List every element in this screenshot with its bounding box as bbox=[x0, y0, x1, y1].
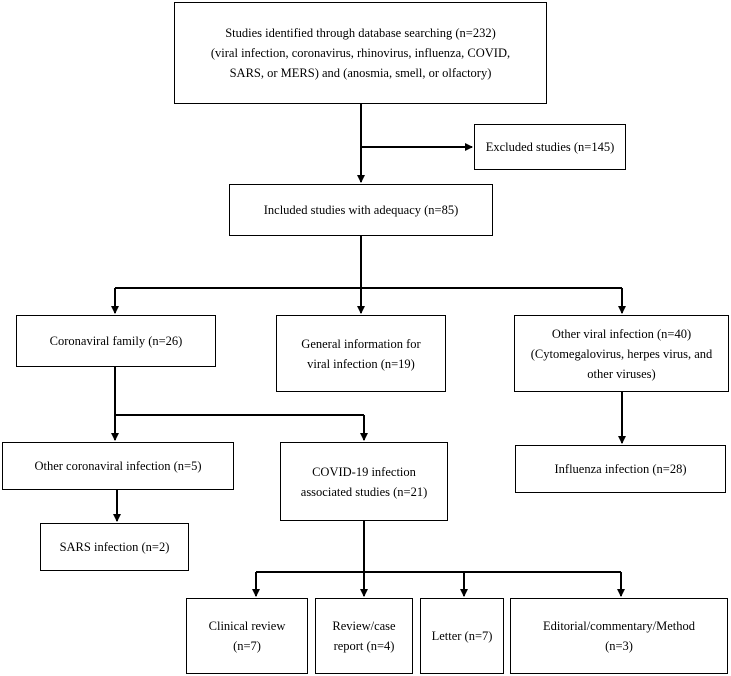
other-viral-infection-line-2: (Cytomegalovirus, herpes virus, and bbox=[530, 346, 713, 361]
other-coronaviral-infection-line-1: Other coronaviral infection (n=5) bbox=[34, 459, 202, 473]
letter-box: Letter (n=7) bbox=[420, 598, 504, 674]
identified-studies-line-1: Studies identified through database sear… bbox=[225, 26, 496, 40]
included-studies-box: Included studies with adequacy (n=85) bbox=[229, 184, 493, 236]
excluded-studies-box: Excluded studies (n=145) bbox=[474, 124, 626, 170]
covid19-studies-line-1: COVID-19 infection bbox=[312, 464, 416, 479]
included-studies-line-1: Included studies with adequacy (n=85) bbox=[263, 203, 459, 217]
general-information-box: General information for viral infection (… bbox=[276, 315, 446, 392]
covid19-studies-line-2: associated studies (n=21) bbox=[300, 484, 428, 499]
influenza-infection-line-1: Influenza infection (n=28) bbox=[554, 462, 687, 476]
coronaviral-family-box: Coronaviral family (n=26) bbox=[16, 315, 216, 367]
excluded-studies-line-1: Excluded studies (n=145) bbox=[485, 140, 615, 154]
review-case-report-line-2: report (n=4) bbox=[333, 639, 395, 653]
influenza-infection-box: Influenza infection (n=28) bbox=[515, 445, 726, 493]
clinical-review-box: Clinical review (n=7) bbox=[186, 598, 308, 674]
review-case-report-line-1: Review/case bbox=[332, 619, 396, 633]
identified-studies-line-2: (viral infection, coronavirus, rhinoviru… bbox=[210, 46, 511, 60]
other-viral-infection-line-3: other viruses) bbox=[587, 366, 656, 381]
other-viral-infection-line-1: Other viral infection (n=40) bbox=[551, 326, 692, 341]
clinical-review-line-2: (n=7) bbox=[233, 639, 261, 653]
general-information-line-1: General information for bbox=[301, 336, 421, 351]
clinical-review-line-1: Clinical review bbox=[208, 619, 286, 633]
covid19-studies-box: COVID-19 infection associated studies (n=… bbox=[280, 442, 448, 521]
identified-studies-line-3: SARS, or MERS) and (anosmia, smell, or o… bbox=[229, 66, 492, 80]
identified-studies-box: Studies identified through database sear… bbox=[174, 2, 547, 104]
editorial-commentary-line-2: (n=3) bbox=[605, 639, 633, 653]
other-coronaviral-infection-box: Other coronaviral infection (n=5) bbox=[2, 442, 234, 490]
coronaviral-family-line-1: Coronaviral family (n=26) bbox=[49, 334, 183, 348]
sars-infection-box: SARS infection (n=2) bbox=[40, 523, 189, 571]
letter-line-1: Letter (n=7) bbox=[431, 629, 493, 643]
editorial-commentary-line-1: Editorial/commentary/Method bbox=[542, 619, 696, 633]
sars-infection-line-1: SARS infection (n=2) bbox=[59, 540, 170, 554]
review-case-report-box: Review/case report (n=4) bbox=[315, 598, 413, 674]
editorial-commentary-box: Editorial/commentary/Method (n=3) bbox=[510, 598, 728, 674]
other-viral-infection-box: Other viral infection (n=40) (Cytomegalov… bbox=[514, 315, 729, 392]
general-information-line-2: viral infection (n=19) bbox=[307, 356, 415, 371]
